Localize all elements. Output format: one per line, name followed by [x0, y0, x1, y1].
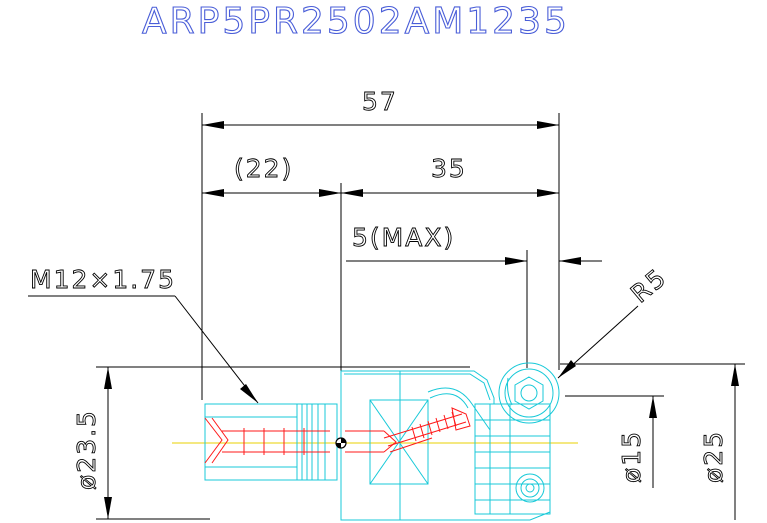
diameter-head-label: ø25 — [699, 430, 728, 483]
part-outline — [204, 362, 560, 521]
diameter-neck-label: ø15 — [617, 430, 646, 483]
thread-spec-label: M12×1.75 — [30, 265, 176, 294]
center-point-marker — [335, 437, 347, 449]
dim-diameter-shank: ø23.5 — [72, 366, 470, 520]
insert-screw — [498, 362, 560, 424]
arrow-left — [202, 121, 224, 129]
dim-thread-length: (22) — [202, 154, 342, 520]
radius-label: R5 — [625, 262, 672, 308]
dim-diameter-neck: ø15 — [565, 395, 664, 488]
dim-overall-length: 57 — [201, 87, 560, 400]
body-length-label: 35 — [431, 154, 467, 183]
internal-thread — [204, 407, 471, 464]
dim-body-length: 35 — [341, 154, 559, 197]
dim-max-offset: 5(MAX) — [346, 223, 602, 368]
wrench-flat — [369, 399, 429, 485]
overall-length-label: 57 — [362, 87, 398, 116]
diameter-shank-label: ø23.5 — [72, 409, 101, 490]
part-number-title: ARP5PR2502AM1235 — [142, 1, 570, 42]
threaded-shank — [204, 403, 298, 481]
leader-thread-spec: M12×1.75 — [28, 265, 259, 404]
torx-socket — [514, 376, 544, 410]
leader-radius: R5 — [557, 262, 673, 379]
clamp-pin — [515, 473, 545, 503]
thread-length-label: (22) — [234, 154, 293, 183]
max-offset-label: 5(MAX) — [352, 223, 455, 252]
arrow-right — [537, 121, 559, 129]
dim-diameter-head: ø25 — [560, 363, 745, 520]
